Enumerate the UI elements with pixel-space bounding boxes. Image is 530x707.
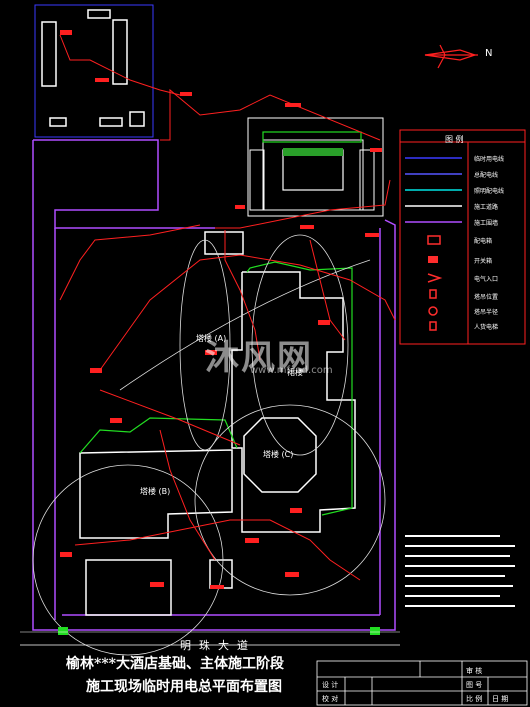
- tb-row1: 图 号: [466, 681, 483, 689]
- north-label: N: [485, 48, 493, 59]
- drawing-title-line2: 施工现场临时用电总平面布置图: [86, 679, 282, 695]
- legend-item-label: 总配电线: [474, 172, 499, 179]
- tb-design: 设 计: [322, 681, 339, 689]
- crane-radius: [32, 234, 386, 656]
- green-outlines: [79, 131, 362, 516]
- building-c-label: 塔楼 (C): [263, 450, 294, 459]
- legend-item-label: 电气入口: [474, 276, 499, 283]
- site-gates: [58, 627, 380, 635]
- power-lines: [59, 34, 396, 581]
- dormitory-blocks: [41, 9, 145, 127]
- legend-title: 图 例: [445, 135, 464, 144]
- tb-row2: 比 例: [466, 695, 483, 703]
- legend-item-label: 施工围墙: [474, 220, 499, 227]
- north-arrow-icon: [424, 44, 478, 69]
- distribution-boxes: [60, 30, 382, 589]
- legend-item-label: 塔吊半径: [474, 309, 499, 316]
- tb-review: 审 核: [466, 667, 483, 675]
- title-block: [316, 660, 528, 706]
- legend-item-label: 临时用电线: [474, 156, 505, 163]
- legend-item-label: 开关箱: [474, 258, 493, 265]
- legend-item-label: 人货电梯: [474, 324, 499, 331]
- notes-block: [405, 535, 515, 607]
- top-left-compound: [34, 4, 154, 138]
- legend-item-label: 配电箱: [474, 238, 493, 245]
- legend-item-label: 照明配电线: [474, 188, 505, 195]
- top-right-building: [247, 117, 384, 217]
- legend-box: [399, 129, 526, 345]
- road-label: 明珠大道: [180, 639, 256, 652]
- building-top-label: 裙楼: [287, 368, 303, 377]
- building-a-label: 塔楼 (A): [196, 334, 227, 343]
- tb-row3: 日 期: [492, 695, 509, 703]
- watermark-url: www.mfcad.com: [250, 365, 333, 376]
- main-building-outline: [79, 231, 356, 616]
- tb-check: 校 对: [322, 695, 339, 703]
- legend-lines: [405, 157, 462, 331]
- building-b-label: 塔楼 (B): [140, 487, 171, 496]
- drawing-title-line1: 榆林***大酒店基础、主体施工阶段: [66, 656, 284, 672]
- legend-item-label: 塔吊位置: [474, 294, 499, 301]
- legend-item-label: 施工道路: [474, 204, 499, 211]
- watermark-text: 沐风网: [205, 338, 313, 378]
